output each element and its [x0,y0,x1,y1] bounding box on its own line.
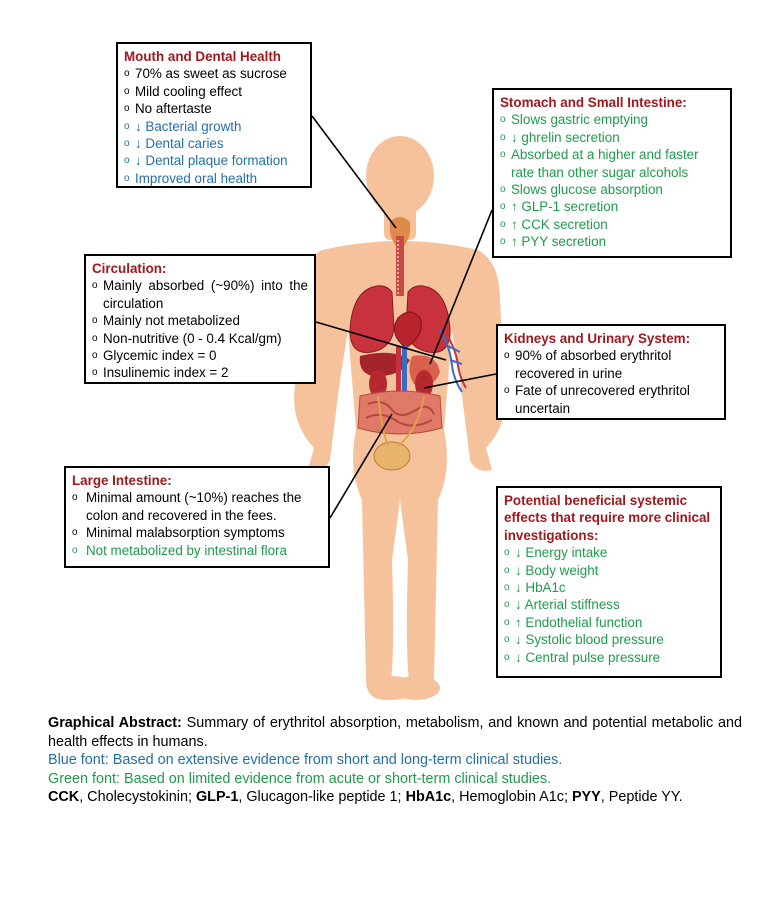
list-item: o↑ PYY secretion [500,233,724,250]
stomach-box-title: Stomach and Small Intestine: [500,94,724,111]
list-item: o↓ ghrelin secretion [500,129,724,146]
caption-blue-legend: Blue font: Based on extensive evidence f… [48,751,742,770]
list-item: o↓ Systolic blood pressure [504,631,714,648]
list-item: o↑ GLP-1 secretion [500,198,724,215]
caption-lead-bold: Graphical Abstract: [48,715,182,731]
abbr-term: PYY [572,789,601,805]
list-item: o↓ Body weight [504,562,714,579]
mouth-box-title: Mouth and Dental Health [124,48,304,65]
bladder [374,442,410,470]
list-item: o↓ Energy intake [504,544,714,561]
circulation-box-title: Circulation: [92,260,308,277]
abbr-def: , Cholecystokinin; [79,789,196,805]
caption-green-legend: Green font: Based on limited evidence fr… [48,770,742,789]
abbr-term: CCK [48,789,79,805]
large-intestine-box-title: Large Intestine: [72,472,322,489]
list-item: o↓ Dental caries [124,135,304,152]
list-item: o↓ Central pulse pressure [504,649,714,666]
systemic-items: o↓ Energy intake o↓ Body weight o↓ HbA1c… [504,544,714,666]
caption-summary: Graphical Abstract: Summary of erythrito… [48,714,742,751]
list-item: o↑ CCK secretion [500,216,724,233]
list-item: o↑ Endothelial function [504,614,714,631]
abbr-def: , Peptide YY. [601,789,683,805]
list-item: o↓ Dental plaque formation [124,152,304,169]
abbr-def: , Hemoglobin A1c; [451,789,572,805]
systemic-box-title: Potential beneficial systemic effects th… [504,492,714,544]
list-item: o↓ Arterial stiffness [504,596,714,613]
systemic-effects-box: Potential beneficial systemic effects th… [496,486,722,678]
kidneys-box-title: Kidneys and Urinary System: [504,330,718,347]
list-item: o↓ HbA1c [504,579,714,596]
abbr-term: HbA1c [406,789,452,805]
abbr-term: GLP-1 [196,789,238,805]
figure-caption: Graphical Abstract: Summary of erythrito… [48,714,742,807]
intestines [358,391,442,434]
list-item: o↓ Bacterial growth [124,118,304,135]
caption-abbreviations: CCK, Cholecystokinin; GLP-1, Glucagon-li… [48,788,742,807]
abbr-def: , Glucagon-like peptide 1; [238,789,405,805]
